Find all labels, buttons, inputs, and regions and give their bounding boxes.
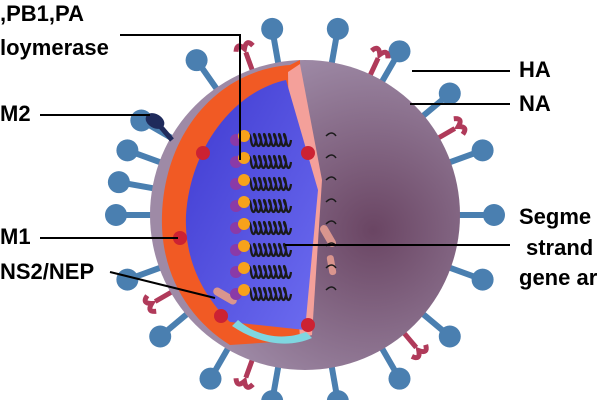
ha-spike-head — [388, 367, 411, 390]
ha-spike-stem — [198, 65, 221, 94]
ha-spike-stem — [270, 36, 282, 67]
m1-dots — [173, 146, 315, 332]
m1-dot — [173, 231, 187, 245]
ha-spike-head — [388, 40, 411, 63]
rna-segment-tail — [325, 154, 337, 159]
rna-segment-coil — [244, 242, 293, 258]
polymerase-bead-orange — [238, 284, 250, 296]
ha-spike-stem — [211, 344, 233, 374]
rna-segment-coil — [244, 286, 293, 302]
ha-spike-head — [116, 139, 139, 162]
ha-spike-head — [326, 390, 349, 400]
ha-spike-head — [326, 17, 349, 40]
ha-spike-stem — [133, 263, 165, 280]
m1-dot — [214, 309, 228, 323]
ha-spike-head — [438, 325, 461, 348]
m1-dot — [301, 146, 315, 160]
m2-channel — [145, 113, 174, 142]
na-spike-head — [233, 376, 255, 390]
ha-spike-head — [261, 390, 284, 400]
polymerase-bead-orange — [238, 196, 250, 208]
na-spike-head — [142, 294, 157, 314]
rna-segment-tail — [325, 264, 337, 269]
ha-spike-stem — [164, 309, 192, 334]
ns2-rod — [320, 225, 336, 247]
ha-spike-stem — [328, 363, 340, 394]
ha-spike-stem — [377, 344, 399, 374]
rna-segment-coil — [244, 198, 293, 214]
na-spike-head — [453, 116, 468, 136]
ha-spike-head — [107, 171, 130, 194]
m1-label: M1 — [0, 224, 31, 249]
segments-label-line1: Segme — [519, 204, 592, 229]
ha-spike-head — [105, 204, 127, 226]
ha-spike-stem — [377, 56, 399, 86]
polymerase-label-line1: ,PB1,PA — [0, 1, 84, 26]
rna-segment-coil — [244, 264, 293, 280]
ha-spike-head — [199, 367, 222, 390]
m2-stem — [158, 124, 174, 142]
rna-segment-tail — [325, 176, 337, 181]
na-label: NA — [519, 91, 551, 116]
ns2-leader — [109, 271, 216, 299]
ha-spike-stem — [270, 363, 282, 394]
ha-spike-stem — [328, 36, 340, 67]
rna-segment-tail — [325, 220, 337, 225]
ha-spike-stem — [418, 309, 446, 334]
polymerase-bead-orange — [238, 262, 250, 274]
ha-spike-head — [185, 49, 208, 72]
na-spike-head — [410, 344, 429, 361]
ns2-rod — [213, 287, 237, 305]
ha-spike-stem — [418, 96, 446, 121]
segments-label-line3: gene ar — [519, 265, 598, 290]
ha-spike-head — [483, 204, 505, 226]
ha-spike-head — [438, 82, 461, 105]
ha-spike-head — [471, 268, 494, 291]
m2-label: M2 — [0, 101, 31, 126]
ha-spike-head — [149, 325, 172, 348]
rna-segment-coil — [244, 132, 293, 148]
cyan-edge — [232, 320, 312, 344]
surface-spikes — [105, 17, 505, 400]
ha-spike-stem — [445, 150, 477, 167]
rna-segment-tail — [325, 198, 337, 203]
ha-spike-head — [471, 139, 494, 162]
polymerase-bead-orange — [238, 240, 250, 252]
rna-segment-coil — [244, 220, 293, 236]
ha-spike-stem — [126, 180, 157, 192]
polymerase-bead-orange — [238, 174, 250, 186]
ha-spike-head — [116, 268, 139, 291]
segments-label-line2: strand — [526, 235, 594, 260]
polymerase-label-line2: loymerase — [0, 35, 109, 60]
rna-segment-tail — [325, 132, 337, 137]
ha-label: HA — [519, 57, 551, 82]
polymerase-bead-orange — [238, 218, 250, 230]
ns2-nep-label: NS2/NEP — [0, 259, 95, 284]
polymerase-leader — [120, 34, 241, 160]
leader-lines — [40, 34, 510, 299]
ha-spike-head — [261, 17, 284, 40]
m2-head — [145, 113, 165, 129]
ha-spike-stem — [133, 150, 165, 167]
rna-segment-coil — [244, 154, 293, 170]
m1-dot — [301, 318, 315, 332]
rna-segment-coil — [244, 176, 293, 192]
na-spike-head — [233, 40, 255, 54]
na-spike-head — [370, 45, 391, 60]
m1-dot — [196, 146, 210, 160]
ha-spike-stem — [445, 263, 477, 280]
rna-segment-tail — [325, 286, 337, 291]
